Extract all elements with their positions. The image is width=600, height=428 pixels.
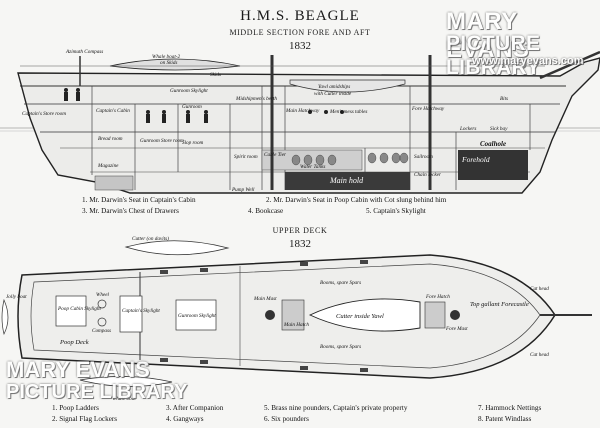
- label-poop-cabin-skylight: Poop Cabin Skylight: [57, 306, 101, 312]
- label-coalhole: Coalhole: [480, 140, 506, 148]
- label-magazine: Magazine: [97, 163, 119, 169]
- label-on-skids: on Skids: [160, 60, 177, 66]
- label-main-mast: Main Mast: [253, 296, 277, 302]
- label-booms-spare-spars-top: Booms, spare Spars: [320, 280, 361, 286]
- label-booms-spare-spars-bottom: Booms, spare Spars: [320, 344, 361, 350]
- label-cutter-inside-yawl: Cutter inside Yawl: [336, 313, 384, 320]
- watermark-url: www.maryevans.com: [472, 55, 584, 67]
- gunroom-skylight: [175, 299, 217, 331]
- key2-item-7: 7. Hammock Nettings: [478, 404, 541, 412]
- label-compass: Compass: [92, 328, 111, 334]
- label-sick-bay: Sick bay: [490, 126, 508, 132]
- label-water-tanks: Water Tanks: [300, 164, 325, 170]
- label-gunroom-store-room: Gunroom Store room: [140, 138, 184, 144]
- cutter-inside-yawl: [308, 298, 421, 332]
- fore-mast-icon: [450, 310, 460, 320]
- key2-item-2: 2. Signal Flag Lockers: [52, 415, 117, 423]
- label-forehold: Forehold: [461, 155, 490, 164]
- forehold-shade: [458, 150, 528, 180]
- key1-item-1: 1. Mr. Darwin's Seat in Captain's Cabin: [82, 196, 196, 204]
- watermark-line1-bottom: MARY EVANS: [6, 357, 150, 382]
- label-captains-skylight: Captain's Skylight: [122, 308, 160, 314]
- label-spirit-room: Spirit room: [234, 154, 258, 160]
- label-lockers: Lockers: [459, 126, 476, 132]
- label-slop-room: Slop room: [182, 140, 204, 146]
- key1-item-5: 5. Captain's Skylight: [366, 207, 426, 215]
- fore-hatch: [424, 301, 446, 329]
- cutter-on-davits: [124, 240, 230, 256]
- key2-item-1: 1. Poop Ladders: [52, 404, 99, 412]
- hull-section: [17, 57, 600, 194]
- key1-item-3: 3. Mr. Darwin's Chest of Drawers: [82, 207, 179, 215]
- magazine-box: [94, 175, 134, 191]
- upper-deck-inner-line: [30, 263, 541, 369]
- label-yawl-amidships: Yawl amidships: [318, 84, 350, 90]
- label-main-hatchway: Main Hatchway: [285, 108, 320, 114]
- key2-item-5: 5. Brass nine pounders, Captain's privat…: [264, 404, 408, 412]
- label-gunroom-skylight-plan: Gunroom Skylight: [178, 313, 216, 319]
- label-captains-store-room: Captain's Store room: [22, 111, 66, 117]
- whale-boat-plan: [79, 376, 173, 387]
- label-main-hatch: Main Hatch: [283, 322, 309, 328]
- label-poop-deck: Poop Deck: [59, 339, 89, 346]
- label-azimuth-compass: Azimuth Compass: [65, 49, 103, 55]
- label-cutter-on-davits: Cutter (on davits): [132, 235, 169, 242]
- compass-icon: [97, 299, 107, 309]
- label-jolly-boat: Jolly boat: [6, 294, 27, 300]
- label-cat-head-bottom: Cat head: [530, 352, 549, 358]
- label-fore-hatchway: Fore Hatchway: [411, 106, 445, 112]
- label-gunroom: Gunroom: [182, 104, 202, 110]
- yawl-amidships: [289, 79, 406, 93]
- barrels: [291, 152, 409, 166]
- label-gunroom-skylight: Gunroom Skylight: [170, 88, 208, 94]
- label-main-hold: Main hold: [329, 176, 364, 185]
- key2-item-6: 6. Six pounders: [264, 415, 309, 423]
- label-chain-locker: Chain locker: [414, 172, 442, 178]
- key2-item-4: 4. Gangways: [166, 415, 204, 423]
- wheel-icon: [97, 317, 107, 327]
- guns: [160, 260, 368, 372]
- main-hold-shade: [285, 172, 410, 190]
- watermark-line2: PICTURE LIBRARY: [446, 32, 541, 79]
- watermark-line1: MARY EVANS: [446, 8, 530, 63]
- jolly-boat: [1, 298, 9, 336]
- crew-figures: [64, 88, 344, 123]
- label-captains-cabin: Captain's Cabin: [96, 108, 130, 114]
- main-mast-icon: [265, 310, 275, 320]
- bowsprit: [539, 50, 600, 80]
- watermark-line2-bottom: PICTURE LIBRARY: [6, 381, 188, 403]
- poop-cabin-skylight: [55, 295, 87, 327]
- label-cable-tier: Cable Tier: [264, 152, 287, 158]
- label-fore-mast: Fore Mast: [445, 326, 468, 332]
- label-fore-hatch: Fore Hatch: [425, 294, 450, 300]
- upper-deck-subtitle: UPPER DECK: [272, 226, 328, 235]
- key2-item-8: 8. Patent Windlass: [478, 415, 531, 423]
- label-mens-mess-tables: Men's mess tables: [329, 109, 367, 115]
- upper-deck-year: 1832: [289, 238, 311, 250]
- label-bread-room: Bread room: [98, 136, 123, 142]
- label-whale-boat: Whale boat-2: [152, 54, 180, 60]
- label-sailroom: Sailroom: [414, 154, 433, 160]
- key1-item-2: 2. Mr. Darwin's Seat in Poop Cabin with …: [266, 196, 447, 204]
- label-top-gallant-forecastle: Top gallant Forecastle: [470, 301, 529, 308]
- key2-item-3: 3. After Companion: [166, 404, 224, 412]
- label-cat-head-top: Cat head: [530, 286, 549, 292]
- label-skids: Skids: [210, 72, 221, 78]
- key1-item-4: 4. Bookcase: [248, 207, 283, 215]
- section-subtitle: MIDDLE SECTION FORE AND AFT: [229, 28, 371, 37]
- label-with-cutter-inside: with Cutter inside: [314, 91, 352, 97]
- label-bits: Bits: [500, 96, 508, 102]
- main-hatch: [281, 299, 305, 331]
- label-whale-boat-plan: Whale boat: [112, 396, 136, 402]
- label-pump-well: Pump Well: [231, 187, 255, 193]
- section-year: 1832: [289, 40, 311, 52]
- label-wheel: Wheel: [96, 292, 110, 298]
- page-title: H.M.S. BEAGLE: [240, 8, 360, 24]
- captains-skylight: [119, 295, 143, 333]
- label-midshipmens-berth: Midshipmen's berth: [235, 96, 277, 102]
